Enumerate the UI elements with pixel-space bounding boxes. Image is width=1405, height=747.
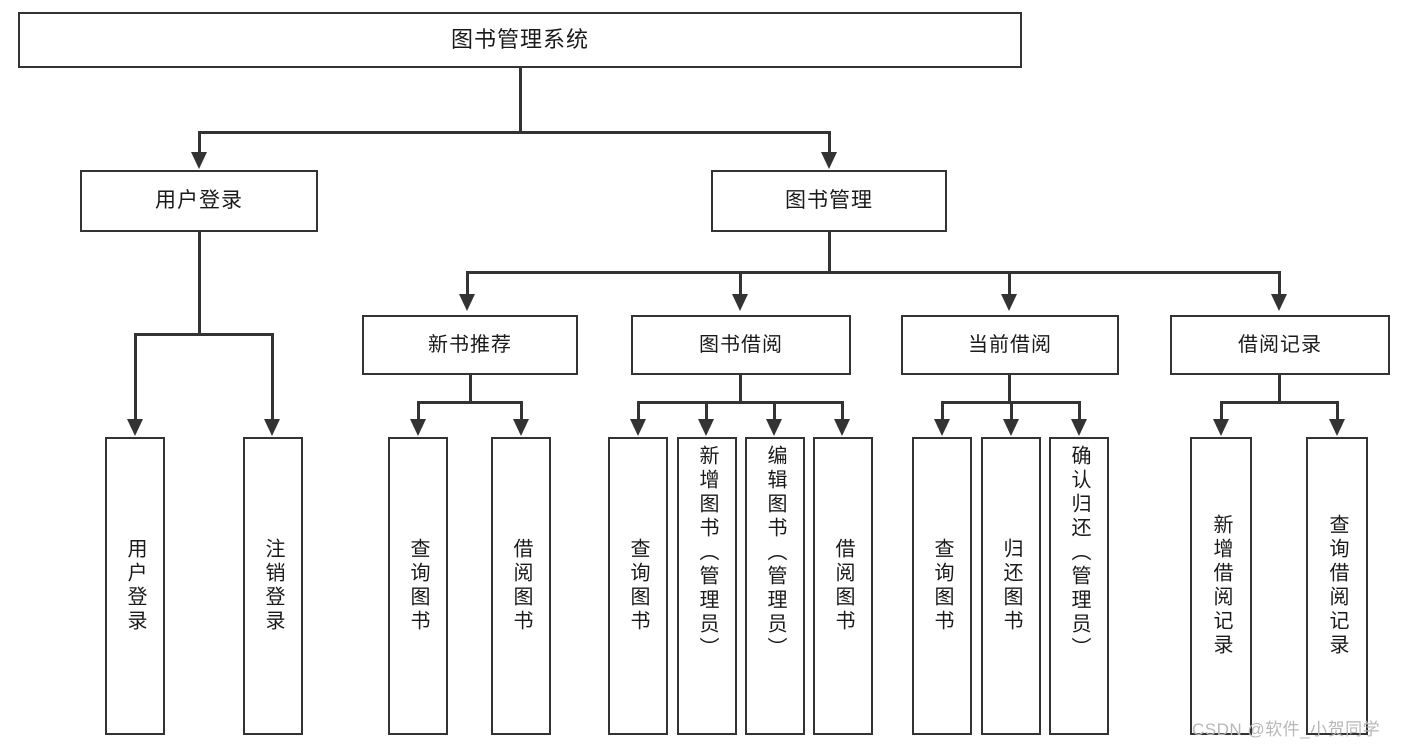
arrowhead-to-user-login: [191, 152, 207, 169]
node-book-borrow[interactable]: 图书借阅: [631, 315, 851, 375]
leaf-label: 查询图书: [931, 538, 953, 634]
connector-to-new-book: [466, 271, 469, 295]
leaf-confirm-return-admin[interactable]: 确认归还（管理员）: [1049, 437, 1109, 735]
connector-user-login-right: [271, 333, 274, 420]
connector-book-borrow-c2: [705, 401, 708, 420]
leaf-return-books[interactable]: 归还图书: [981, 437, 1041, 735]
leaf-label: 借阅图书: [832, 538, 854, 634]
arrowhead-book-borrow-leaf-2: [698, 419, 714, 436]
leaf-label: 借阅图书: [510, 538, 532, 634]
arrowhead-new-book-leaf-2: [513, 419, 529, 436]
leaf-label: 归还图书: [1000, 538, 1022, 634]
connector-root-bar: [198, 131, 830, 134]
connector-current-borrow-c1: [941, 401, 944, 420]
leaf-label: 查询图书: [627, 538, 649, 634]
connector-to-book-borrow: [739, 271, 742, 295]
arrowhead-user-login-leaf-2: [264, 419, 280, 436]
node-root-system[interactable]: 图书管理系统: [18, 12, 1022, 68]
connector-to-borrow-record: [1278, 271, 1281, 295]
connector-new-book-left: [417, 401, 420, 420]
connector-new-book-bar: [417, 401, 522, 404]
arrowhead-new-book-leaf-1: [410, 419, 426, 436]
connector-user-login-left: [134, 333, 137, 420]
connector-book-borrow-c3: [773, 401, 776, 420]
connector-borrow-record-left: [1220, 401, 1223, 420]
connector-user-login-bar: [134, 333, 273, 336]
node-label: 图书借阅: [699, 333, 783, 356]
leaf-query-borrow-record[interactable]: 查询借阅记录: [1306, 437, 1368, 735]
node-label: 新书推荐: [428, 333, 512, 356]
connector-borrow-record-stem: [1278, 375, 1281, 403]
node-current-borrow[interactable]: 当前借阅: [901, 315, 1119, 375]
leaf-label: 新增借阅记录: [1210, 514, 1232, 658]
node-user-login[interactable]: 用户登录: [80, 170, 318, 232]
leaf-logout[interactable]: 注销登录: [243, 437, 303, 735]
leaf-label: 用户登录: [124, 538, 146, 634]
arrowhead-book-borrow-leaf-3: [766, 419, 782, 436]
arrowhead-borrow-record-leaf-1: [1213, 419, 1229, 436]
arrowhead-borrow-record-leaf-2: [1329, 419, 1345, 436]
node-label: 图书管理系统: [450, 27, 589, 53]
node-label: 当前借阅: [968, 333, 1052, 356]
leaf-edit-book-admin[interactable]: 编辑图书（管理员）: [745, 437, 805, 735]
leaf-label: 注销登录: [262, 538, 284, 634]
leaf-label: 确认归还（管理员）: [1068, 445, 1090, 661]
connector-root-stem: [519, 68, 522, 132]
watermark-text: CSDN @软件_小贺同学: [1192, 720, 1381, 739]
leaf-query-books-borrow[interactable]: 查询图书: [608, 437, 668, 735]
connector-borrow-record-right: [1336, 401, 1339, 420]
arrowhead-to-new-book: [459, 294, 475, 311]
leaf-label: 查询借阅记录: [1326, 514, 1348, 658]
arrowhead-book-borrow-leaf-4: [834, 419, 850, 436]
leaf-label: 编辑图书（管理员）: [764, 445, 786, 661]
leaf-borrow-books-recommend[interactable]: 借阅图书: [491, 437, 551, 735]
connector-user-login-stem: [198, 232, 201, 335]
leaf-query-books-recommend[interactable]: 查询图书: [388, 437, 448, 735]
leaf-borrow-books[interactable]: 借阅图书: [813, 437, 873, 735]
connector-book-borrow-stem: [739, 375, 742, 403]
node-borrow-record[interactable]: 借阅记录: [1170, 315, 1390, 375]
connector-to-current-borrow: [1008, 271, 1011, 295]
node-new-book-recommend[interactable]: 新书推荐: [362, 315, 578, 375]
arrowhead-current-borrow-leaf-1: [934, 419, 950, 436]
connector-book-borrow-c1: [637, 401, 640, 420]
connector-root-to-user-login: [198, 131, 201, 153]
arrowhead-user-login-leaf-1: [127, 419, 143, 436]
connector-borrow-record-bar: [1220, 401, 1338, 404]
leaf-query-books-current[interactable]: 查询图书: [912, 437, 972, 735]
connector-current-borrow-c3: [1078, 401, 1081, 420]
arrowhead-current-borrow-leaf-3: [1071, 419, 1087, 436]
leaf-user-login[interactable]: 用户登录: [105, 437, 165, 735]
node-label: 用户登录: [155, 188, 243, 212]
leaf-label: 查询图书: [407, 538, 429, 634]
connector-current-borrow-stem: [1008, 375, 1011, 403]
connector-book-mgmt-stem: [828, 232, 831, 273]
arrowhead-current-borrow-leaf-2: [1003, 419, 1019, 436]
arrowhead-to-book-borrow: [732, 294, 748, 311]
connector-new-book-right: [520, 401, 523, 420]
connector-book-mgmt-bar: [466, 271, 1278, 274]
arrowhead-to-book-mgmt: [821, 152, 837, 169]
connector-current-borrow-c2: [1010, 401, 1013, 420]
node-label: 图书管理: [785, 188, 873, 212]
connector-book-borrow-c4: [841, 401, 844, 420]
arrowhead-to-borrow-record: [1271, 294, 1287, 311]
connector-book-borrow-bar: [637, 401, 843, 404]
connector-new-book-stem: [469, 375, 472, 403]
leaf-label: 新增图书（管理员）: [696, 445, 718, 661]
node-label: 借阅记录: [1238, 333, 1322, 356]
arrowhead-book-borrow-leaf-1: [630, 419, 646, 436]
arrowhead-to-current-borrow: [1001, 294, 1017, 311]
leaf-add-book-admin[interactable]: 新增图书（管理员）: [677, 437, 737, 735]
node-book-management[interactable]: 图书管理: [711, 170, 947, 232]
connector-root-to-book-mgmt: [828, 131, 831, 153]
leaf-add-borrow-record[interactable]: 新增借阅记录: [1190, 437, 1252, 735]
